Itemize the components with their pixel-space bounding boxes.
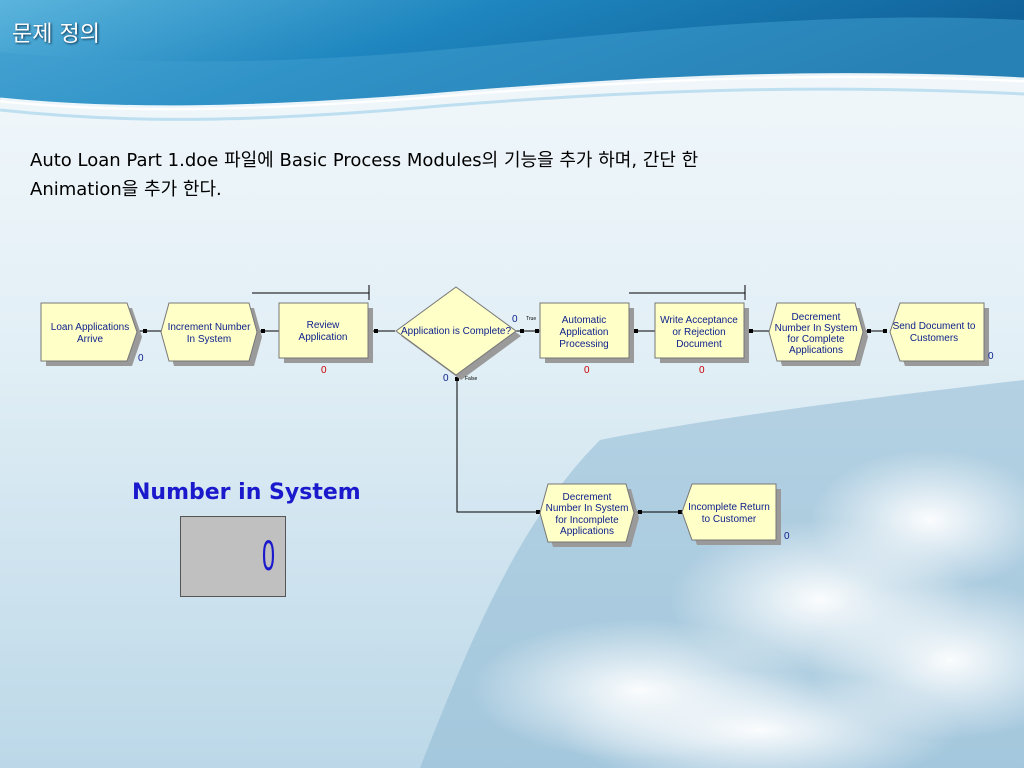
branch-label-true: True [526, 316, 536, 322]
count-arrive: 0 [138, 353, 144, 364]
count-decide-false: 0 [443, 373, 449, 384]
module-label-line: Loan Applications [51, 322, 129, 333]
module-label-line: Decrement [563, 492, 612, 503]
module-label-line: Applications [789, 345, 843, 356]
process-write-acceptance-or-rejection[interactable]: Write Acceptance or Rejection Document [654, 302, 749, 363]
connector-ports [143, 329, 887, 514]
module-label-line: Application [299, 332, 348, 343]
module-label-line: Incomplete Return [688, 502, 770, 513]
dispose-send-document-to-customers[interactable]: Send Document to Customers [889, 302, 989, 366]
count-incomplete-return: 0 [784, 531, 790, 542]
assign-decrement-incomplete[interactable]: Decrement Number In System for Incomplet… [539, 483, 639, 547]
module-label-line: or Rejection [672, 327, 725, 338]
slide-description: Auto Loan Part 1.doe 파일에 Basic Process M… [30, 146, 990, 204]
process-queues [252, 285, 746, 300]
dispose-incomplete-return-to-customer[interactable]: Incomplete Return to Customer [681, 483, 781, 545]
process-review-application[interactable]: Review Application [278, 302, 373, 363]
module-label-line: to Customer [702, 514, 757, 525]
create-loan-applications-arrive[interactable]: Loan Applications Arrive [40, 302, 142, 366]
module-label-line: Decrement [792, 312, 841, 323]
number-in-system-title: Number in System [132, 480, 361, 505]
module-label-line: for Incomplete [555, 515, 619, 526]
module-label-line: for Complete [787, 334, 845, 345]
module-label-line: Increment Number [168, 322, 251, 333]
number-in-system-variable-box[interactable]: 0 [180, 516, 286, 597]
assign-increment-number-in-system[interactable]: Increment Number In System [160, 302, 262, 366]
description-line-1: Auto Loan Part 1.doe 파일에 Basic Process M… [30, 150, 699, 171]
module-label-line: Number In System [546, 503, 629, 514]
module-label-line: Number In System [775, 323, 858, 334]
count-send: 0 [988, 351, 994, 362]
module-label-line: Customers [910, 333, 958, 344]
module-label-line: Processing [559, 339, 608, 350]
module-label-line: Applications [560, 526, 614, 537]
module-label-line: Document [676, 339, 722, 350]
module-label-line: Automatic [562, 315, 606, 326]
connector-decide-false[interactable] [456, 375, 540, 513]
module-label-line: Send Document to [893, 321, 976, 332]
process-automatic-application-processing[interactable]: Automatic Application Processing [539, 302, 634, 363]
count-review: 0 [321, 365, 327, 376]
decide-application-is-complete[interactable]: Application is Complete? [395, 286, 521, 380]
number-in-system-value: 0 [261, 534, 275, 580]
count-decide-true: 0 [512, 314, 518, 325]
count-write: 0 [699, 365, 705, 376]
module-label-line: In System [187, 334, 231, 345]
slide-title: 문제 정의 [12, 22, 100, 47]
count-automatic: 0 [584, 365, 590, 376]
module-label-line: Arrive [77, 334, 104, 345]
module-label-line: Application [560, 327, 609, 338]
branch-label-false: False [465, 376, 477, 382]
module-label-line: Application is Complete? [401, 326, 511, 337]
assign-decrement-complete[interactable]: Decrement Number In System for Complete … [768, 302, 868, 366]
module-label-line: Write Acceptance [660, 315, 738, 326]
description-line-2: Animation을 추가 한다. [30, 179, 222, 200]
module-label-line: Review [307, 320, 341, 331]
